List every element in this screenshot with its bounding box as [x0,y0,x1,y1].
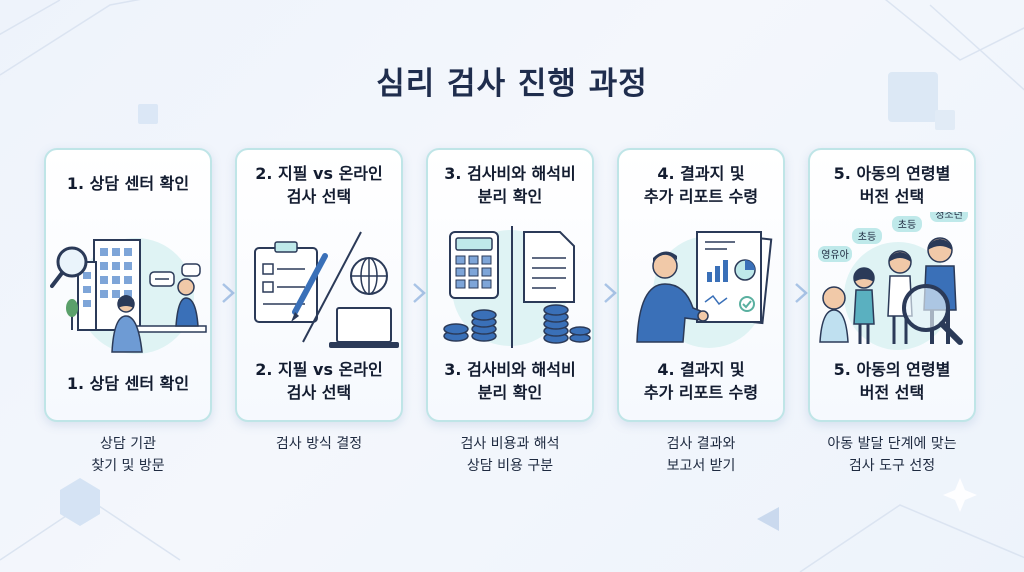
step-3-title-repeat: 3. 검사비와 해석비 분리 확인 [444,360,576,402]
step-4-title: 4. 결과지 및 추가 리포트 수령 [643,164,759,206]
step-card-4: 4. 결과지 및 추가 리포트 수령 4. 결과지 및 추가 리포트 수령 [617,148,785,422]
svg-text:초등: 초등 [858,231,876,243]
arrow-icon [795,283,808,303]
step-4-caption: 검사 결과와 보고서 받기 [666,436,736,474]
step-2-title: 2. 지필 vs 온라인 검사 선택 [255,164,383,206]
step-1-title: 1. 상담 센터 확인 [66,174,190,193]
age-version-illustration: 영유아 초등 초등 청소년 [818,212,968,350]
step-2-title-repeat: 2. 지필 vs 온라인 검사 선택 [255,360,383,402]
step-5-caption: 아동 발달 단계에 맞는 검사 도구 선정 [827,436,957,474]
arrow-icon [413,283,426,303]
step-card-1: 1. 상담 센터 확인 1. 상담 센터 확인 [44,148,212,422]
cost-separation-illustration [443,226,591,348]
step-5-title: 5. 아동의 연령별 버전 선택 [833,164,951,206]
report-receipt-illustration [636,231,773,348]
step-4-title-repeat: 4. 결과지 및 추가 리포트 수령 [643,360,759,402]
step-2-caption: 검사 방식 결정 [275,436,363,452]
svg-text:초등: 초등 [898,219,916,231]
step-1-title-repeat: 1. 상담 센터 확인 [66,374,190,393]
counseling-center-illustration [50,238,207,354]
step-card-3: 3. 검사비와 해석비 분리 확인 3. 검사비와 해석비 분리 확인 [426,148,594,422]
age-label-teen: 청소년 [930,212,968,222]
step-card-5: 5. 아동의 연령별 버전 선택 영유아 초등 초등 청소년 [808,148,976,422]
age-label-infant: 영유아 [818,246,852,262]
svg-text:영유아: 영유아 [821,249,849,261]
step-3-title: 3. 검사비와 해석비 분리 확인 [444,164,576,206]
step-1-caption: 상담 기관 찾기 및 방문 [91,436,165,474]
age-label-elementary-1: 초등 [852,228,882,244]
arrow-icon [222,283,235,303]
svg-text:청소년: 청소년 [935,212,963,221]
age-label-elementary-2: 초등 [892,216,922,232]
step-3-caption: 검사 비용과 해석 상담 비용 구분 [460,436,560,474]
step-card-2: 2. 지필 vs 온라인 검사 선택 2. 지필 vs 온라인 검사 선택 [235,148,403,422]
arrow-icon [604,283,617,303]
page-title: 심리 검사 진행 과정 [376,66,648,102]
step-5-title-repeat: 5. 아동의 연령별 버전 선택 [833,360,951,402]
paper-vs-online-illustration [254,231,399,348]
